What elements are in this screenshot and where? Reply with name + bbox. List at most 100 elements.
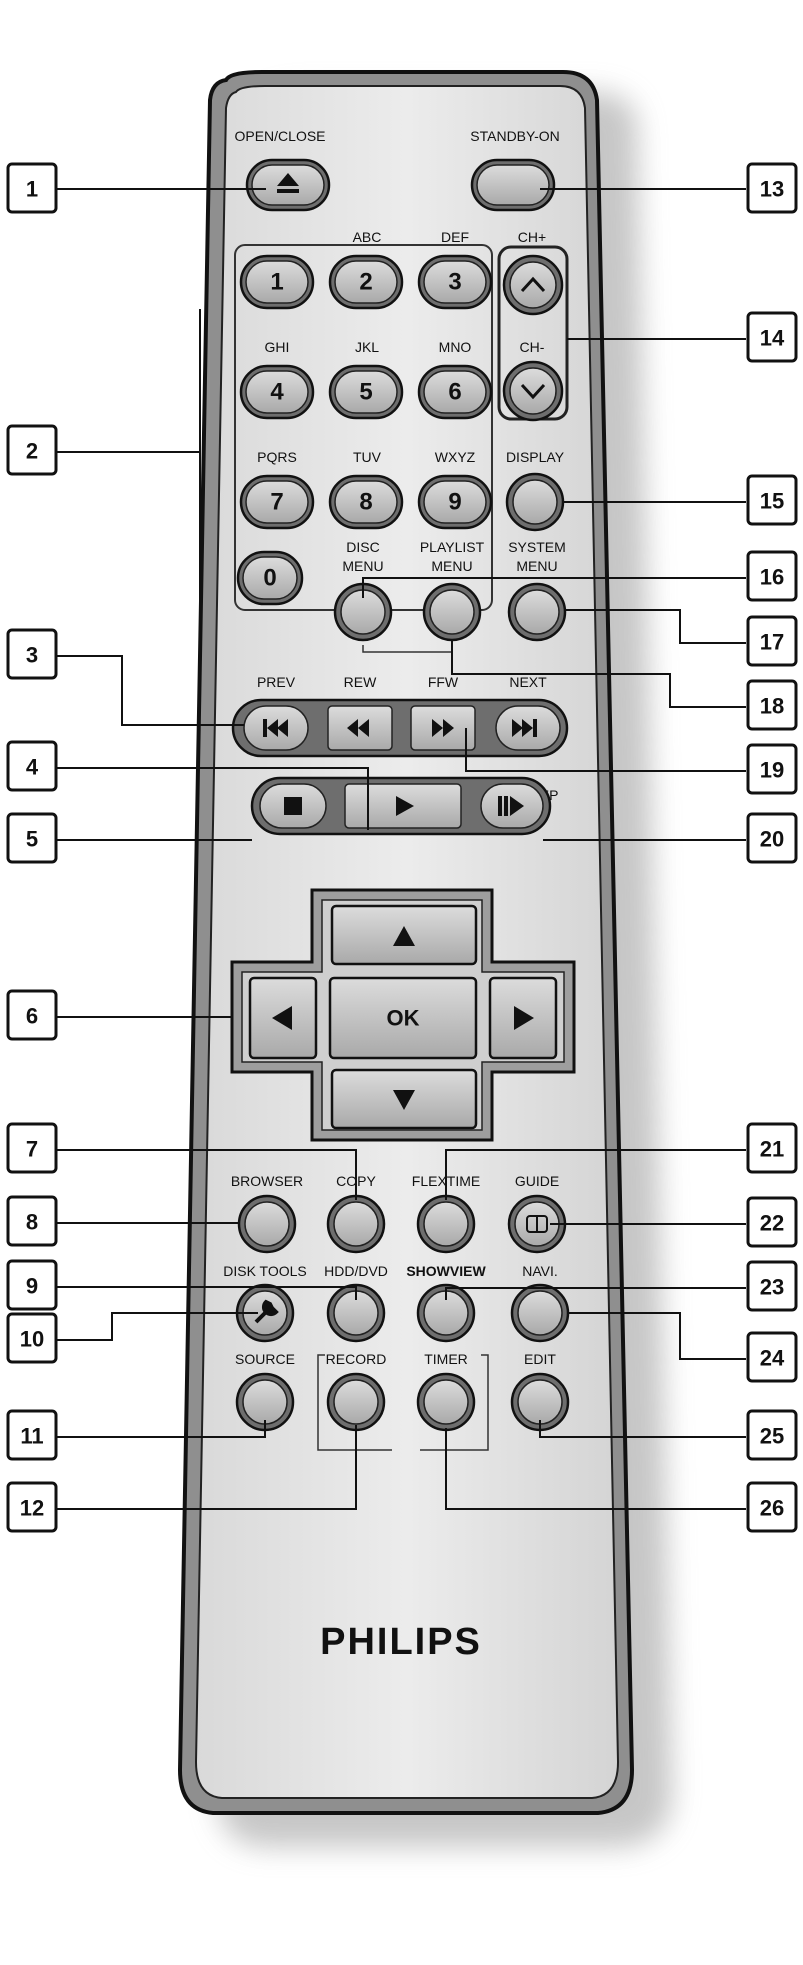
digit-6-button[interactable]	[423, 370, 487, 414]
callout-number-20: 20	[760, 827, 784, 852]
callout-box-4	[6, 740, 58, 792]
callout-number-26: 26	[760, 1496, 784, 1521]
digit-2-button[interactable]	[334, 260, 398, 304]
callout-line-7	[55, 1149, 357, 1200]
digit-7-button[interactable]	[245, 480, 309, 524]
arrow-left-icon	[272, 1006, 292, 1030]
callout-number-22: 22	[760, 1211, 784, 1236]
pause-step-icon	[510, 796, 524, 816]
edit-button[interactable]	[517, 1379, 563, 1425]
callout-number-5: 5	[26, 827, 38, 852]
pause-step-bar-b	[504, 796, 508, 816]
digit-4-button[interactable]	[245, 370, 309, 414]
digit-4-label: 4	[270, 379, 284, 406]
ok-button-label: OK	[387, 1006, 420, 1031]
standby-on-button[interactable]	[476, 164, 550, 206]
next-icon-b	[522, 719, 533, 737]
browser-button[interactable]	[244, 1201, 290, 1247]
philips-logo: PHILIPS	[320, 1621, 482, 1663]
callout-box-12	[6, 1481, 58, 1533]
callout-box-2	[6, 424, 58, 476]
callout-line-19	[465, 728, 746, 772]
channel-up-button[interactable]	[509, 261, 557, 309]
digit-1-button[interactable]	[245, 260, 309, 304]
eject-icon	[277, 173, 299, 186]
digit-9-button[interactable]	[423, 480, 487, 524]
callout-box-10	[6, 1312, 58, 1364]
callout-number-10: 10	[20, 1327, 44, 1352]
digit-5-label: 5	[359, 379, 372, 406]
label-tuv: TUV	[353, 449, 382, 465]
callout-box-16	[746, 550, 798, 602]
callout-number-7: 7	[26, 1137, 38, 1162]
timer-button[interactable]	[423, 1379, 469, 1425]
label-browser: BROWSER	[231, 1173, 303, 1189]
prev-icon-b	[277, 719, 288, 737]
label-jkl: JKL	[355, 339, 379, 355]
callout-box-13	[746, 162, 798, 214]
callout-box-1	[6, 162, 58, 214]
copy-button[interactable]	[333, 1201, 379, 1247]
callout-line-21	[445, 1149, 746, 1200]
ok-button[interactable]	[328, 976, 478, 1060]
callout-number-6: 6	[26, 1004, 38, 1029]
callout-number-15: 15	[760, 489, 784, 514]
label-ch-plus: CH+	[518, 229, 546, 245]
callout-box-25	[746, 1409, 798, 1461]
navi-button[interactable]	[517, 1290, 563, 1336]
label-open-close: OPEN/CLOSE	[234, 128, 325, 144]
callout-line-26	[445, 1428, 746, 1510]
digit-0-button[interactable]	[242, 556, 298, 600]
playlist-menu-button[interactable]	[429, 589, 475, 635]
label-ffw: FFW	[428, 674, 459, 690]
callout-number-11: 11	[20, 1424, 43, 1449]
callout-line-12	[55, 1425, 357, 1510]
digit-8-button[interactable]	[334, 480, 398, 524]
callout-line-9	[55, 1286, 357, 1300]
label-edit: EDIT	[524, 1351, 556, 1367]
label-source: SOURCE	[235, 1351, 295, 1367]
digit-3-button[interactable]	[423, 260, 487, 304]
callout-number-25: 25	[760, 1424, 784, 1449]
record-button[interactable]	[333, 1379, 379, 1425]
callout-number-18: 18	[760, 694, 784, 719]
label-def: DEF	[441, 229, 469, 245]
callout-box-9	[6, 1259, 58, 1311]
channel-down-button[interactable]	[509, 367, 557, 415]
play-icon	[396, 796, 414, 816]
label-system-menu-1: SYSTEM	[508, 539, 566, 555]
callout-number-23: 23	[760, 1275, 784, 1300]
arrow-down-icon	[393, 1090, 415, 1110]
source-button[interactable]	[242, 1379, 288, 1425]
label-wxyz: WXYZ	[435, 449, 476, 465]
ffw-icon	[432, 719, 443, 737]
flextime-button[interactable]	[423, 1201, 469, 1247]
chevron-down-icon	[520, 383, 546, 400]
digit-9-label: 9	[448, 489, 461, 516]
display-button[interactable]	[512, 479, 558, 525]
label-disc-menu-2: MENU	[342, 558, 383, 574]
callout-number-13: 13	[760, 177, 784, 202]
label-display: DISPLAY	[506, 449, 565, 465]
next-bar	[533, 719, 537, 737]
callout-number-19: 19	[760, 758, 784, 783]
system-menu-button[interactable]	[514, 589, 560, 635]
label-showview: SHOWVIEW	[406, 1263, 486, 1279]
rew-icon-b	[358, 719, 369, 737]
label-ch-minus: CH-	[520, 339, 545, 355]
digit-5-button[interactable]	[334, 370, 398, 414]
chevron-up-icon	[520, 276, 546, 293]
digit-3-label: 3	[448, 269, 461, 296]
arrow-up-icon	[393, 926, 415, 946]
stop-icon	[284, 797, 302, 815]
callout-number-17: 17	[760, 630, 784, 655]
callout-number-16: 16	[760, 565, 784, 590]
label-rew: REW	[344, 674, 377, 690]
callout-line-2	[55, 309, 201, 602]
transport-row-rim	[231, 698, 569, 758]
pause-step-bar-a	[498, 796, 502, 816]
label-hdd-dvd: HDD/DVD	[324, 1263, 388, 1279]
label-timer: TIMER	[424, 1351, 468, 1367]
callout-number-8: 8	[26, 1210, 38, 1235]
callout-box-22	[746, 1196, 798, 1248]
